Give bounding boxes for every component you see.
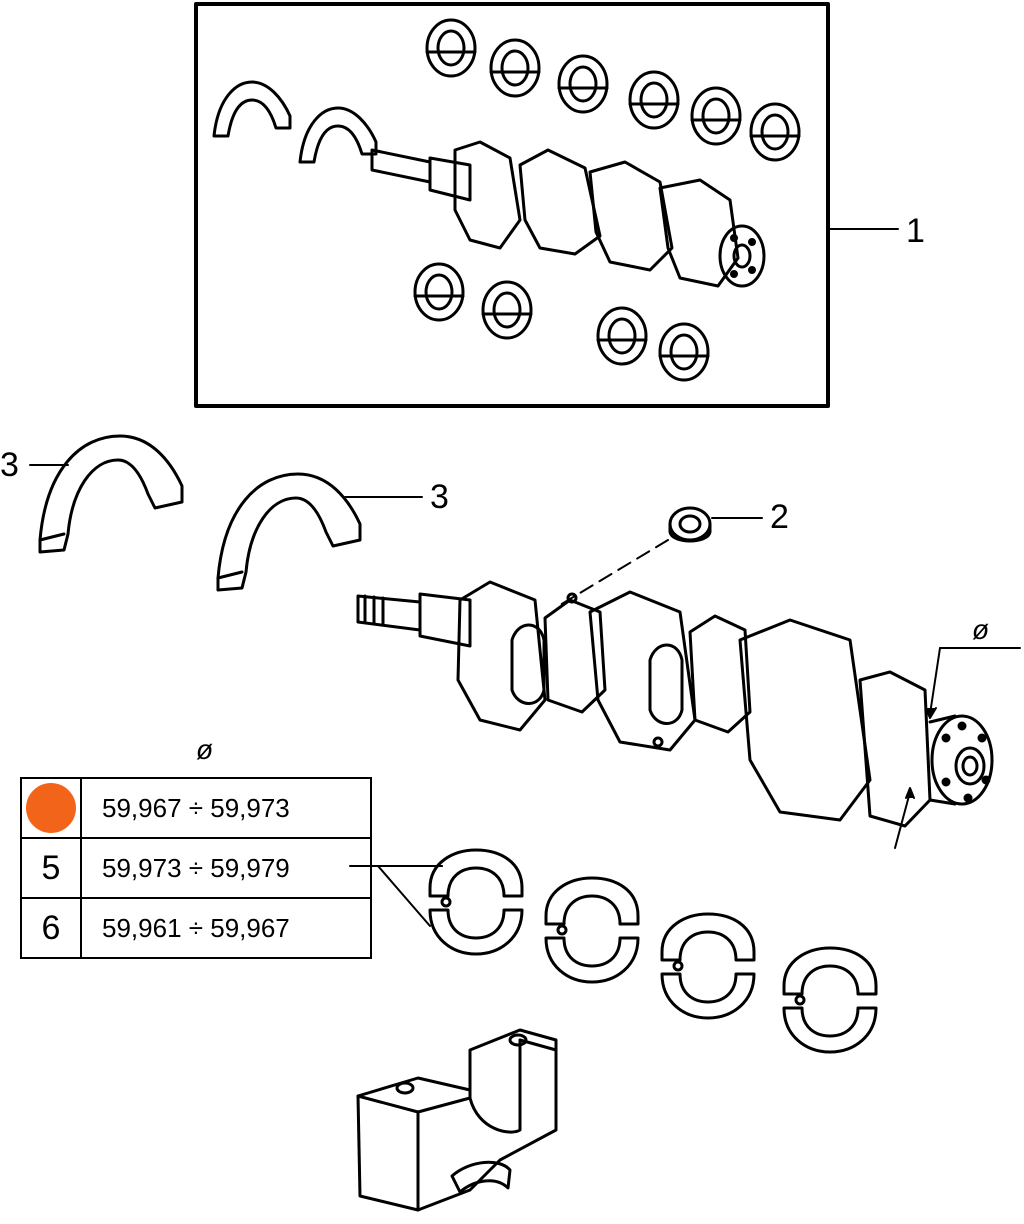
- callout-kit-number: 1: [906, 212, 925, 250]
- table-row: 59,967 ÷ 59,973: [20, 777, 372, 839]
- kit-crankshaft: [370, 140, 766, 288]
- thrust-half-washer-right: [216, 472, 362, 592]
- callout-thrust-half-right-number: 3: [430, 478, 449, 516]
- leader-table-shell-b: [377, 865, 431, 927]
- diameter-symbol-journal: ø: [972, 614, 990, 645]
- table-code-cell: [20, 777, 82, 839]
- table-row: 6 59,961 ÷ 59,967: [20, 897, 372, 959]
- kit-thrust-half-washers: [212, 80, 378, 164]
- main-bearing-cap: [356, 1028, 558, 1212]
- table-range-cell: 59,967 ÷ 59,973: [80, 777, 372, 839]
- table-row: 5 59,973 ÷ 59,979: [20, 837, 372, 899]
- journal-diameter-indicator: [894, 647, 1021, 849]
- table-range-cell: 59,961 ÷ 59,967: [80, 897, 372, 959]
- kit-bearing-shells-bottom: [413, 262, 710, 382]
- table-code-cell: 5: [20, 837, 82, 899]
- main-bearing-shell-4: [782, 946, 878, 1054]
- kit-frame: [194, 2, 830, 408]
- diameter-symbol-table: ø: [196, 734, 214, 765]
- kit-bearing-shells-top: [425, 18, 801, 162]
- orange-dot-marker: [26, 783, 76, 833]
- main-bearing-shell-1: [428, 848, 524, 956]
- callout-thrust-half-left-number: 3: [0, 446, 19, 484]
- main-crankshaft: [356, 580, 994, 828]
- main-bearing-shell-3: [660, 912, 756, 1020]
- journal-diameter-table: 59,967 ÷ 59,973 5 59,973 ÷ 59,979 6 59,9…: [20, 777, 372, 959]
- thrust-washer: [668, 506, 712, 543]
- callout-thrust-washer-number: 2: [770, 498, 789, 536]
- main-bearing-shell-2: [544, 876, 640, 984]
- table-range-cell: 59,973 ÷ 59,979: [80, 837, 372, 899]
- thrust-half-washer-left: [38, 434, 184, 554]
- axis-dash-line: [554, 539, 669, 609]
- table-code-cell: 6: [20, 897, 82, 959]
